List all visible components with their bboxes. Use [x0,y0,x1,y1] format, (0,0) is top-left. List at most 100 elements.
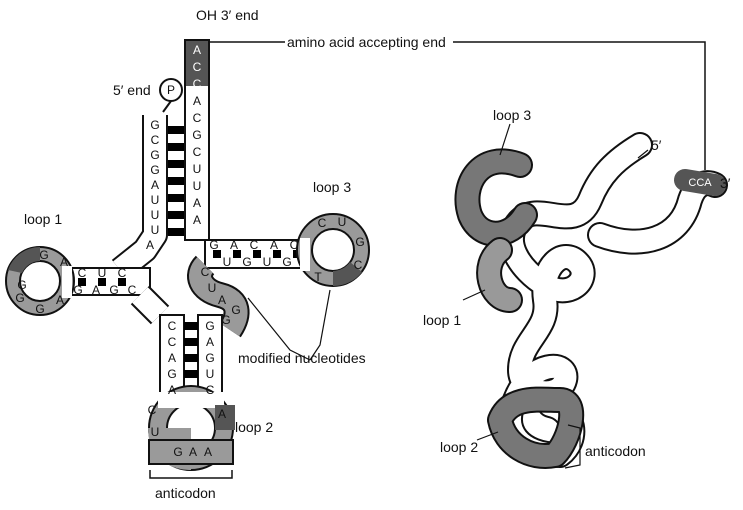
five-prime-label: 5′ end [113,82,151,98]
nucleotide-anticodon_loop-4: A [204,445,212,459]
acceptor-end-shading [186,41,208,86]
modified-nucleotides-label: modified nucleotides [238,350,366,366]
nucleotide-loop1_stem_bottom-2: G [109,283,118,297]
nucleotide-loop3_loop-4: T [314,270,322,284]
nucleotide-anticodon_stem_right-0: G [205,319,214,333]
nucleotide-loop3_stem_top-0: G [209,238,218,252]
nucleotide-acceptor_3prime-3: A [193,94,201,108]
nucleotide-acceptor_3prime-6: C [193,145,202,159]
nucleotide-loop3_stem_top-1: A [230,238,238,252]
anticodon-stem-right [197,314,223,401]
nucleotide-junction-3: G [231,303,240,317]
nucleotide-anticodon_stem_left-0: C [168,319,177,333]
nucleotide-junction-0: C [201,265,210,279]
oh-3prime-label: OH 3′ end [196,7,259,23]
acceptor-base-pairs [168,126,184,236]
nucleotide-loop3_stem_bottom-0: U [223,255,232,269]
nucleotide-acceptor_3prime-8: U [193,179,202,193]
nucleotide-acceptor_5prime-6: U [151,208,160,222]
nucleotide-loop3_stem_bottom-2: U [263,255,272,269]
nucleotide-junction-2: A [218,293,226,307]
nucleotide-anticodon_stem_left-2: A [168,351,176,365]
anticodon-base-pairs [184,322,198,394]
nucleotide-acceptor_5prime-1: C [151,133,160,147]
amino-acid-connector [209,41,706,170]
nucleotide-loop3_stem_bottom-1: G [242,255,251,269]
nucleotide-junction-4: G [221,313,230,327]
nucleotide-loop3_loop-0: C [318,216,327,230]
amino-acid-label: amino acid accepting end [287,34,446,50]
nucleotide-loop3_loop-3: C [354,258,363,272]
anticodon-label: anticodon [155,485,216,501]
nucleotide-loop1_stem_bottom-1: A [92,283,100,297]
nucleotide-loop1_stem_bottom-3: C [128,283,137,297]
nucleotide-anticodon_stem_left-1: C [168,335,177,349]
nucleotide-loop3_stem_bottom-3: G [282,255,291,269]
ribbon-loop2-label: loop 2 [440,439,478,455]
nucleotide-acceptor_3prime-5: G [192,128,201,142]
loop2-label: loop 2 [235,419,273,435]
nucleotide-acceptor_3prime-2: C [193,77,202,91]
nucleotide-acceptor_5prime-8: A [146,238,154,252]
nucleotide-anticodon_stem_right-1: A [206,335,214,349]
ribbon-5prime-label: 5′ [651,137,662,153]
nucleotide-anticodon_stem_left-3: G [167,367,176,381]
phosphate-letter: P [167,83,175,97]
nucleotide-loop1_stem_top-0: C [78,266,87,280]
nucleotide-loop1_loop-4: G [35,302,44,316]
nucleotide-acceptor_5prime-7: U [151,223,160,237]
nucleotide-loop3_stem_top-4: C [290,238,299,252]
nucleotide-acceptor_5prime-5: U [151,193,160,207]
ribbon-pointer-lines [462,123,649,469]
ribbon-3d-structure [454,132,728,469]
nucleotide-anticodon_stem_right-3: U [206,367,215,381]
nucleotide-acceptor_5prime-0: G [150,118,159,132]
nucleotide-loop1_loop-5: A [56,293,64,307]
nucleotide-loop1_loop-0: G [39,248,48,262]
loop3-label: loop 3 [313,179,351,195]
nucleotide-acceptor_5prime-4: A [151,178,159,192]
ribbon-loop1-label: loop 1 [423,312,461,328]
nucleotide-anticodon_loop-0: C [148,403,157,417]
nucleotide-loop1_stem_bottom-0: G [73,283,82,297]
ribbon-loop3-label: loop 3 [493,107,531,123]
nucleotide-loop1_loop-1: A [60,255,68,269]
nucleotide-loop1_stem_top-1: U [98,266,107,280]
nucleotide-loop1_stem_top-2: C [118,266,127,280]
nucleotide-loop3_loop-2: G [355,235,364,249]
nucleotide-anticodon_loop-5: A [218,407,226,421]
nucleotide-acceptor_3prime-1: C [193,60,202,74]
nucleotide-anticodon_stem_left-4: A [168,383,176,397]
nucleotide-anticodon_stem_right-4: C [206,383,215,397]
cloverleaf-structure [5,39,370,471]
nucleotide-acceptor_3prime-0: A [193,43,201,57]
modified-pointer-lines [247,289,331,361]
nucleotide-acceptor_3prime-9: A [193,196,201,210]
nucleotide-anticodon_loop-3: A [189,445,197,459]
loop1-label: loop 1 [24,211,62,227]
anticodon-bracket [149,470,233,479]
nucleotide-anticodon_loop-2: G [173,445,182,459]
ribbon-cca-label: CCA [688,177,712,189]
nucleotide-anticodon_stem_right-2: G [205,351,214,365]
nucleotide-anticodon_loop-1: U [151,425,160,439]
nucleotide-acceptor_5prime-2: G [150,148,159,162]
ribbon-anticodon-label: anticodon [585,443,646,459]
nucleotide-loop3_stem_top-3: A [270,238,278,252]
nucleotide-acceptor_3prime-4: C [193,111,202,125]
nucleotide-loop1_loop-3: G [15,291,24,305]
nucleotide-acceptor_3prime-10: A [193,213,201,227]
nucleotide-acceptor_3prime-7: U [193,162,202,176]
loop1-base-pairs [78,278,126,286]
nucleotide-junction-1: U [208,281,217,295]
nucleotide-acceptor_5prime-3: G [150,163,159,177]
nucleotide-loop1_loop-2: G [17,278,26,292]
nucleotide-loop3_stem_top-2: C [250,238,259,252]
nucleotide-loop3_loop-1: U [338,215,347,229]
